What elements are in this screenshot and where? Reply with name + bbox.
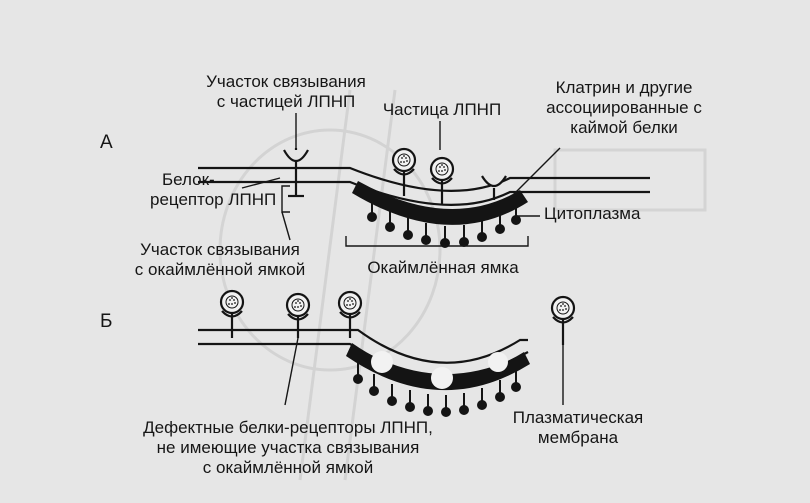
- bleed-through-background: [218, 89, 707, 481]
- label-defective-receptors: Дефектные белки-рецепторы ЛПНП, не имеющ…: [143, 418, 433, 477]
- clathrin-bristle: [477, 220, 487, 242]
- coated-pit-coat-b: [346, 343, 530, 391]
- clathrin-bristle: [459, 393, 469, 415]
- clathrin-bristle: [511, 370, 521, 392]
- panel-a-letter: А: [100, 132, 113, 153]
- clathrin-bristle: [421, 223, 431, 245]
- coat-b-vesicles: [371, 351, 508, 389]
- clathrin-bristle: [405, 390, 415, 412]
- ldl-particle-b-1: [219, 289, 245, 338]
- ldl-particles-b: [219, 289, 576, 345]
- clathrin-bristle: [353, 362, 363, 384]
- clathrin-bristle: [441, 395, 451, 417]
- label-ldl-particle: Частица ЛПНП: [382, 100, 502, 119]
- clathrin-bristle: [440, 226, 450, 248]
- label-cytoplasm: Цитоплазма: [544, 204, 641, 223]
- ldl-particle-b-3: [337, 290, 363, 338]
- receptor-protein-a: [283, 148, 309, 198]
- label-binding-site-ldl: Участок связывания с частицей ЛПНП: [206, 72, 366, 111]
- clathrin-bristle: [369, 374, 379, 396]
- label-plasma-membrane: Плазматическая мембрана: [512, 408, 644, 447]
- ldl-particles-a: [391, 147, 455, 204]
- ldl-particle-a-2: [429, 156, 455, 204]
- label-binding-site-pit: Участок связывания с окаймлённой ямкой: [134, 240, 306, 279]
- clathrin-bristle: [477, 388, 487, 410]
- clathrin-bristle: [459, 225, 469, 247]
- clathrin-bristle: [495, 212, 505, 234]
- label-coated-pit: Окаймлённая ямка: [367, 258, 519, 277]
- leader-lines-a: [241, 113, 561, 247]
- receptor-empty-a: [481, 175, 507, 200]
- clathrin-bristles-b: [353, 362, 521, 417]
- panel-b-letter: Б: [100, 311, 113, 332]
- clathrin-bristle: [387, 384, 397, 406]
- clathrin-bristle: [403, 218, 413, 240]
- label-clathrin: Клатрин и другие ассоциированные с каймо…: [546, 78, 702, 137]
- coated-pit-coat-a: [352, 181, 528, 225]
- membrane-b-outer: [198, 328, 528, 364]
- pit-bracket: [345, 236, 529, 247]
- ldl-particle-b-4: [550, 295, 576, 345]
- ldl-particle-b-2: [285, 292, 311, 338]
- clathrin-bristle: [423, 394, 433, 416]
- ldl-particle-a-1: [391, 147, 417, 196]
- clathrin-bristle: [495, 380, 505, 402]
- label-receptor-protein: Белок- рецептор ЛПНП: [150, 170, 277, 209]
- clathrin-bristles-a: [367, 200, 521, 248]
- leader-lines-b: [284, 337, 564, 406]
- clathrin-bristle: [385, 210, 395, 232]
- clathrin-bristle: [367, 200, 377, 222]
